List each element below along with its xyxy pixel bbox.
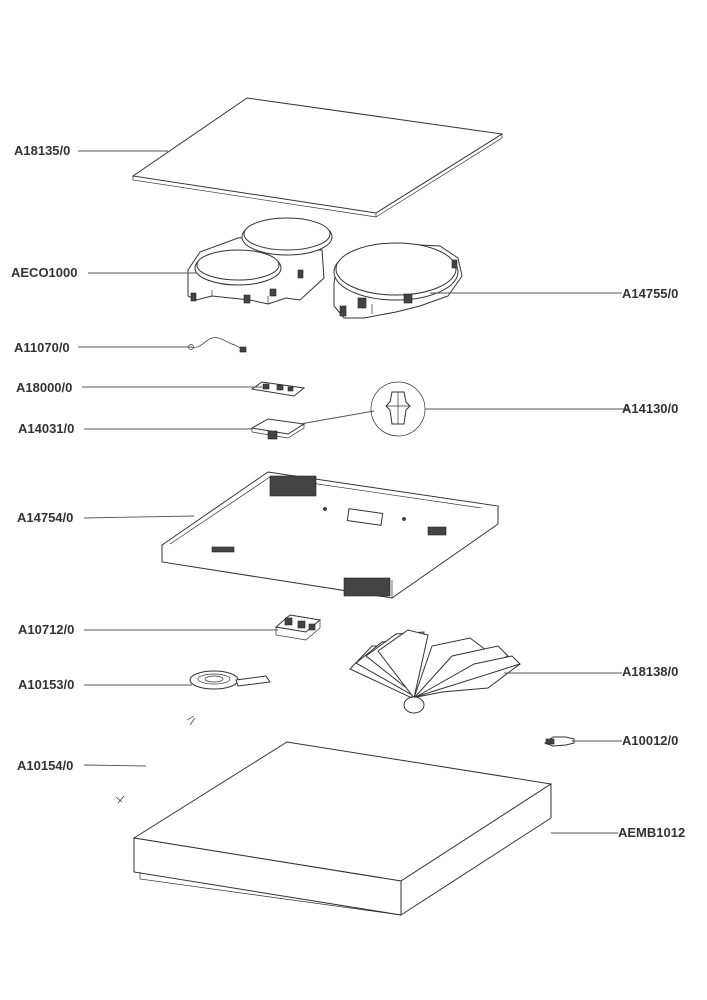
- small-clip: [543, 736, 575, 747]
- label-fixing-clip: A14130/0: [622, 401, 679, 416]
- instruction-manual: [349, 629, 521, 714]
- base-housing: [160, 471, 500, 599]
- label-glass-top: A18135/0: [14, 143, 71, 158]
- label-control-board: A18000/0: [16, 380, 73, 395]
- leader-temperature-sensor: [83, 764, 147, 767]
- label-heater-assembly: AECO1000: [11, 265, 78, 280]
- label-wire-harness: A11070/0: [14, 340, 70, 355]
- label-temperature-sensor: A10154/0: [17, 758, 74, 773]
- power-board: [274, 614, 322, 641]
- large-heater: [333, 242, 463, 319]
- label-board-bracket: A14031/0: [18, 421, 75, 436]
- packaging-box: [132, 741, 553, 916]
- label-small-clip: A10012/0: [622, 733, 679, 748]
- label-manual: A18138/0: [622, 664, 679, 679]
- control-board: [250, 381, 306, 397]
- leader-bracket-to-clip: [299, 410, 375, 425]
- board-bracket: [250, 418, 306, 440]
- label-packaging-box: AEMB1012: [618, 825, 686, 840]
- thermistor-coil: [189, 670, 271, 690]
- label-power-board: A10712/0: [18, 622, 75, 637]
- leader-base-housing: [83, 515, 195, 519]
- double-heater-assembly: [187, 217, 333, 305]
- temperature-sensor: [115, 715, 196, 804]
- fixing-clip: [370, 381, 426, 437]
- label-large-heater: A14755/0: [622, 286, 679, 301]
- label-base-housing: A14754/0: [17, 510, 74, 525]
- label-thermistor-coil: A10153/0: [18, 677, 75, 692]
- glass-top-plate: [131, 97, 504, 218]
- wire-harness: [188, 337, 247, 353]
